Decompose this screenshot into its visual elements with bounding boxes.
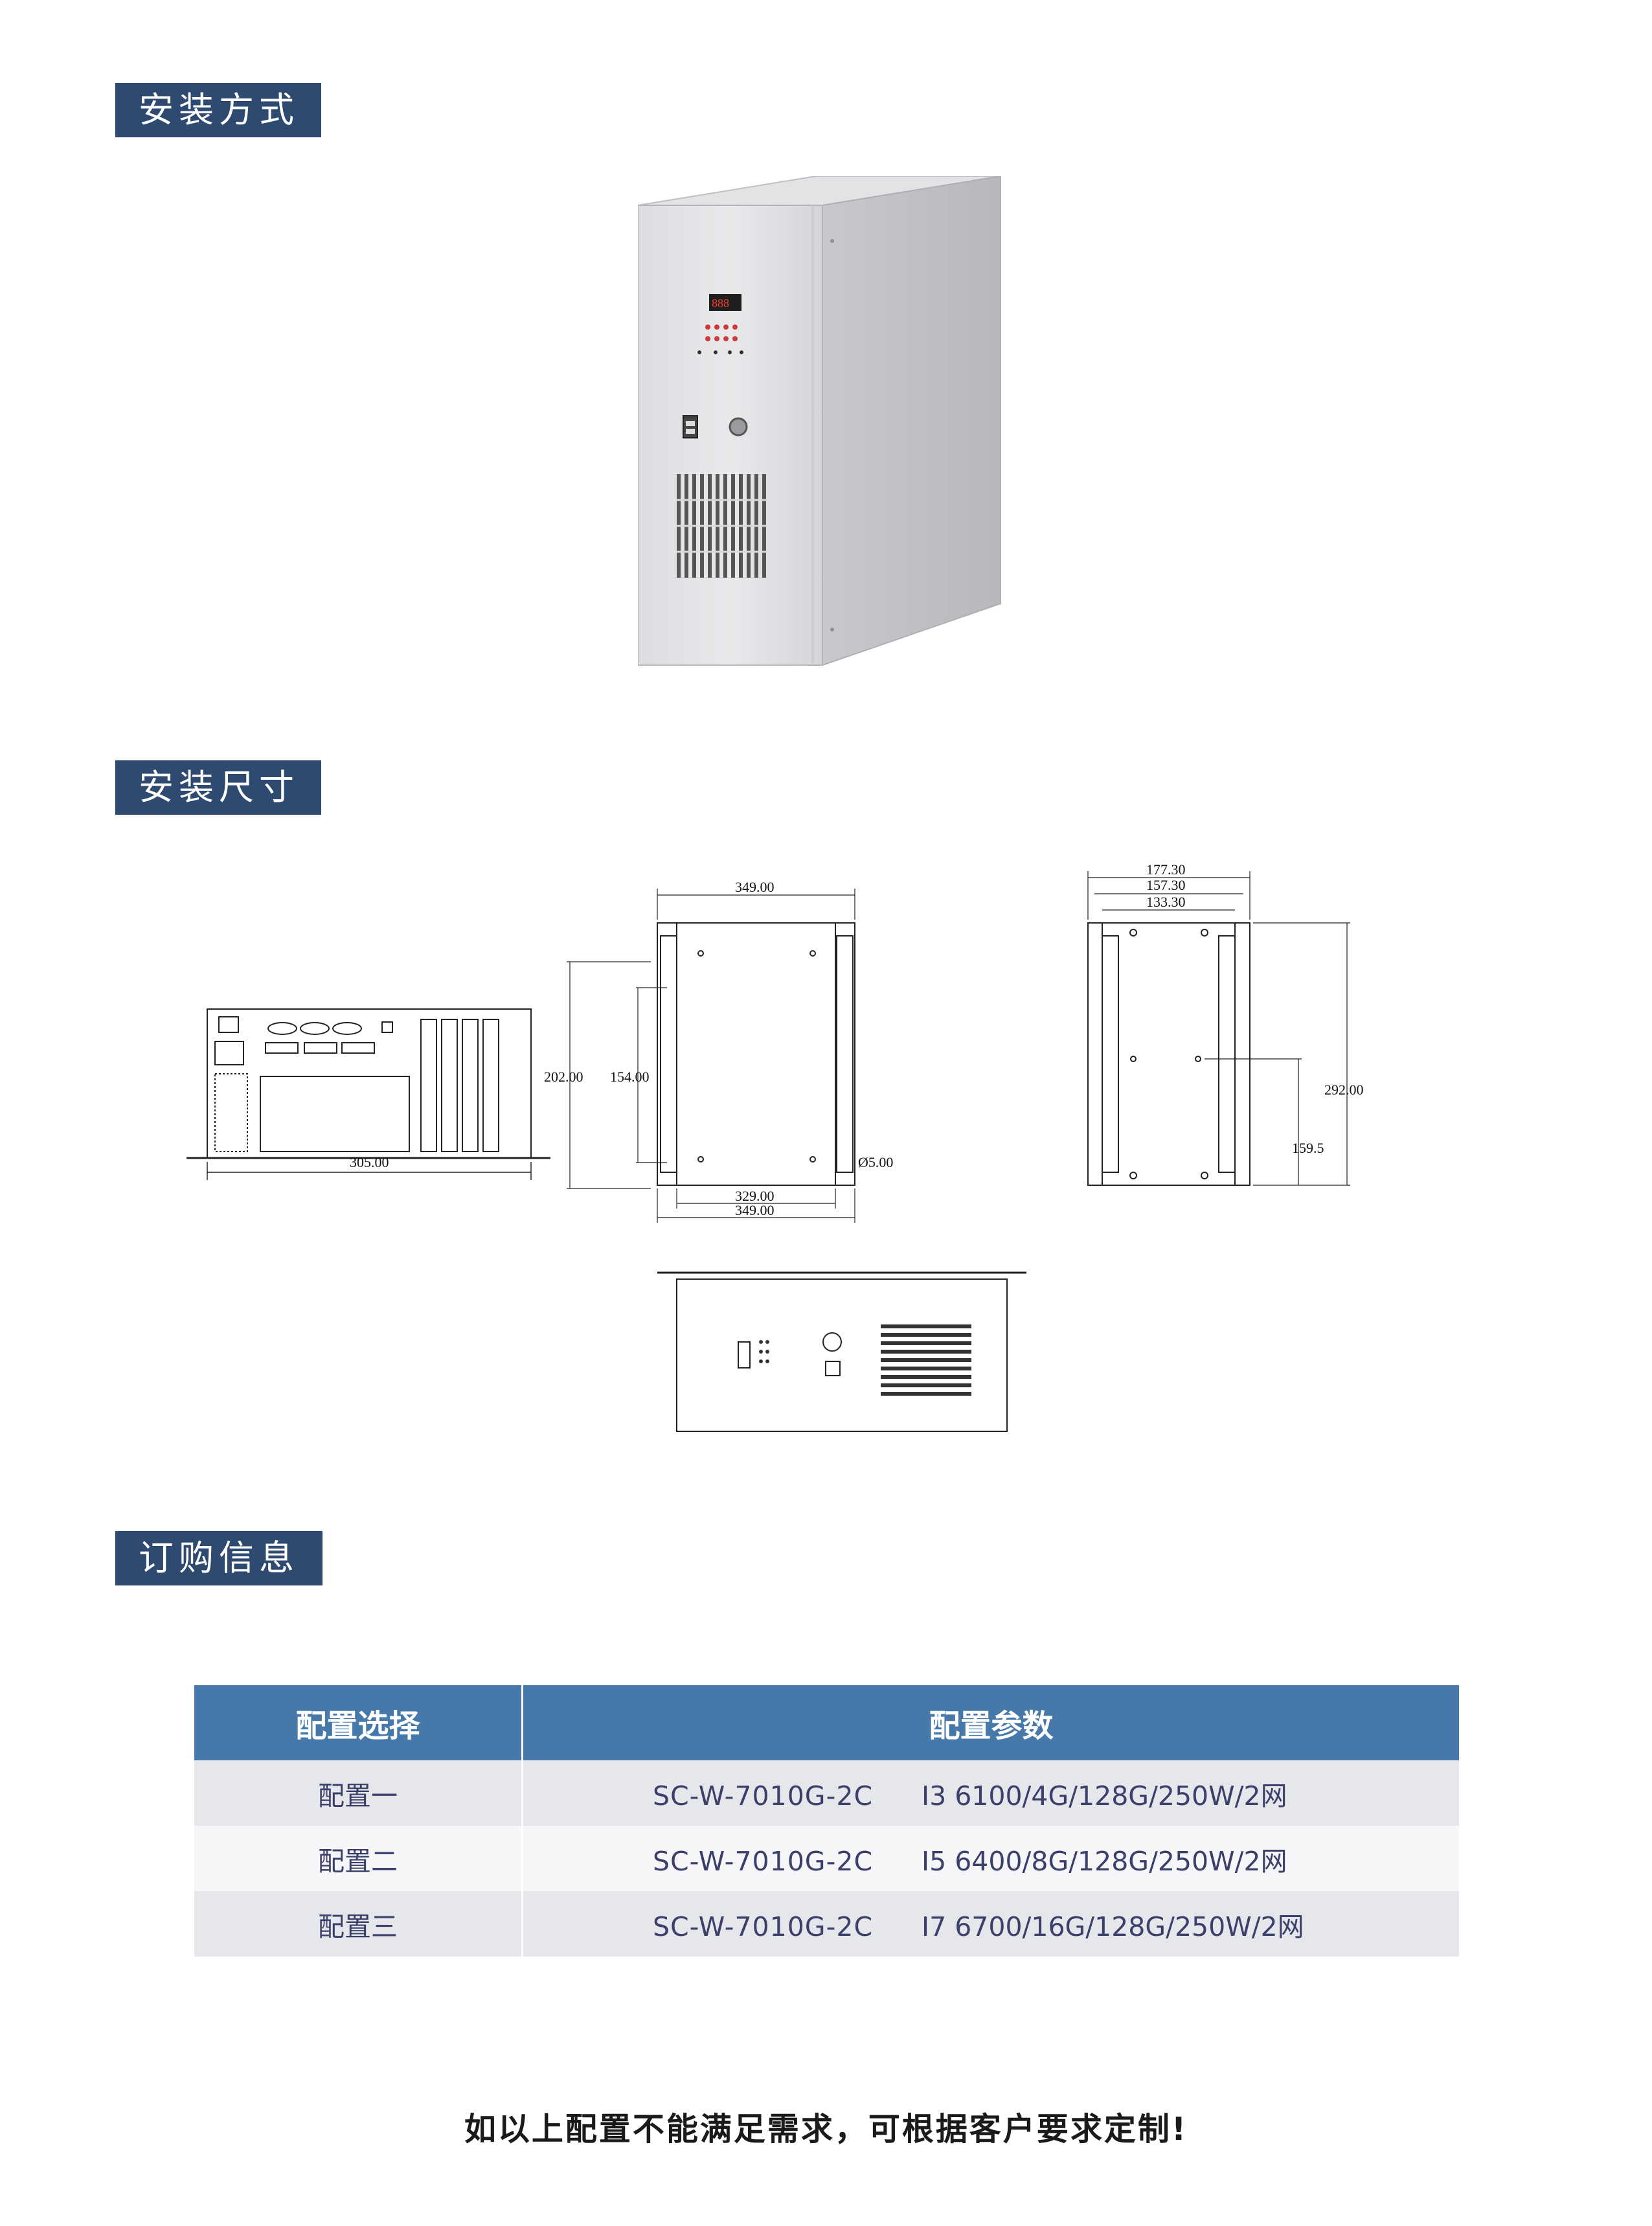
config-params: SC-W-7010G-2C I7 6700/16G/128G/250W/2网	[522, 1891, 1459, 1957]
svg-text:888: 888	[712, 297, 729, 310]
config-name: 配置三	[194, 1891, 523, 1957]
table-header-row: 配置选择 配置参数	[194, 1685, 1459, 1760]
config-model: SC-W-7010G-2C	[653, 1911, 874, 1942]
dim-side-177: 177.30	[1146, 861, 1186, 878]
dim-inner-width: 329.00	[735, 1188, 775, 1204]
section-label-order-info: 订购信息	[115, 1531, 322, 1585]
config-spec: I5 6400/8G/128G/250W/2网	[922, 1845, 1287, 1877]
config-spec: I3 6100/4G/128G/250W/2网	[922, 1780, 1287, 1811]
dim-bottom-width: 349.00	[735, 1202, 775, 1218]
config-spec: I7 6700/16G/128G/250W/2网	[922, 1911, 1304, 1942]
dim-side-mid: 159.5	[1292, 1140, 1324, 1156]
dimension-drawings: 305.00	[175, 848, 1386, 1444]
dim-side-157: 157.30	[1146, 877, 1186, 893]
dim-side-height: 292.00	[1324, 1082, 1364, 1098]
dim-hole: Ø5.00	[858, 1154, 893, 1170]
dim-height-inner: 154.00	[610, 1069, 650, 1085]
dim-top-width: 349.00	[735, 879, 775, 895]
config-params: SC-W-7010G-2C I5 6400/8G/128G/250W/2网	[522, 1826, 1459, 1891]
config-name: 配置一	[194, 1760, 523, 1826]
dim-front-width: 305.00	[350, 1154, 389, 1170]
column-header-params: 配置参数	[522, 1685, 1459, 1760]
product-image: 888	[637, 175, 1013, 668]
section-label-install-method: 安装方式	[115, 83, 321, 137]
dim-side-133: 133.30	[1146, 894, 1186, 910]
customization-note: 如以上配置不能满足需求，可根据客户要求定制!	[464, 2111, 1188, 2148]
column-header-config: 配置选择	[194, 1685, 523, 1760]
config-model: SC-W-7010G-2C	[653, 1845, 874, 1877]
table-row: 配置三 SC-W-7010G-2C I7 6700/16G/128G/250W/2…	[194, 1891, 1459, 1957]
table-row: 配置一 SC-W-7010G-2C I3 6100/4G/128G/250W/2网	[194, 1760, 1459, 1826]
table-row: 配置二 SC-W-7010G-2C I5 6400/8G/128G/250W/2网	[194, 1826, 1459, 1891]
dim-height-outer: 202.00	[544, 1069, 583, 1085]
config-model: SC-W-7010G-2C	[653, 1780, 874, 1811]
section-label-install-size: 安装尺寸	[115, 760, 321, 815]
config-params: SC-W-7010G-2C I3 6100/4G/128G/250W/2网	[522, 1760, 1459, 1826]
order-table: 配置选择 配置参数 配置一 SC-W-7010G-2C I3 6100/4G/12…	[194, 1685, 1459, 1957]
config-name: 配置二	[194, 1826, 523, 1891]
